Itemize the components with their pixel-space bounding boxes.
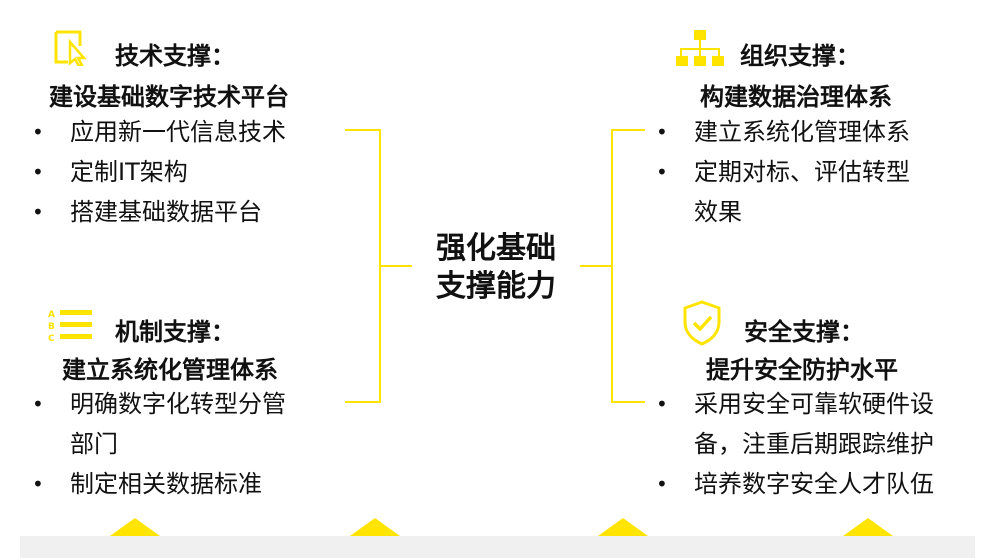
org-heading: 组织支撑：	[740, 42, 860, 70]
abc-list-icon: A B C	[48, 308, 94, 348]
list-item: 部门	[70, 430, 118, 458]
list-item: 培养数字安全人才队伍	[656, 464, 934, 504]
list-item: 制定相关数据标准	[32, 464, 286, 504]
list-item: 定期对标、评估转型	[656, 152, 910, 192]
security-heading: 安全支撑：	[744, 318, 864, 346]
security-subheading: 提升安全防护水平	[706, 356, 898, 384]
list-item: 采用安全可靠软硬件设	[656, 384, 934, 424]
org-list: 建立系统化管理体系 定期对标、评估转型 效果	[656, 112, 910, 232]
svg-text:B: B	[48, 322, 55, 332]
up-arrow-1	[110, 518, 160, 536]
center-line-2: 支撑能力	[436, 269, 556, 304]
center-label: 强化基础 支撑能力	[416, 230, 576, 306]
list-item: 搭建基础数据平台	[32, 192, 286, 232]
footer-band	[20, 536, 975, 558]
list-item: 效果	[694, 198, 742, 226]
tech-list: 应用新一代信息技术 定制IT架构 搭建基础数据平台	[32, 112, 286, 232]
tech-subheading: 建设基础数字技术平台	[49, 83, 289, 111]
up-arrow-4	[843, 518, 893, 536]
list-item: 备，注重后期跟踪维护	[694, 430, 934, 458]
list-item: 应用新一代信息技术	[32, 112, 286, 152]
list-item: 建立系统化管理体系	[656, 112, 910, 152]
up-arrow-2	[350, 518, 400, 536]
svg-text:A: A	[48, 310, 55, 320]
right-bracket	[611, 129, 645, 403]
tech-heading: 技术支撑：	[115, 42, 235, 70]
left-bracket	[345, 129, 381, 403]
center-line-1: 强化基础	[436, 231, 556, 266]
mech-subheading: 建立系统化管理体系	[62, 356, 278, 384]
org-chart-icon	[676, 30, 724, 72]
list-item: 定制IT架构	[32, 152, 286, 192]
up-arrow-3	[598, 518, 648, 536]
security-list: 采用安全可靠软硬件设 备，注重后期跟踪维护 培养数字安全人才队伍	[656, 384, 934, 504]
list-item: 明确数字化转型分管	[32, 384, 286, 424]
org-subheading: 构建数据治理体系	[700, 83, 892, 111]
shield-check-icon	[682, 300, 722, 350]
svg-text:C: C	[48, 334, 55, 344]
mech-list: 明确数字化转型分管 部门 制定相关数据标准	[32, 384, 286, 504]
cursor-click-icon	[54, 28, 88, 70]
mech-heading: 机制支撑：	[115, 318, 235, 346]
